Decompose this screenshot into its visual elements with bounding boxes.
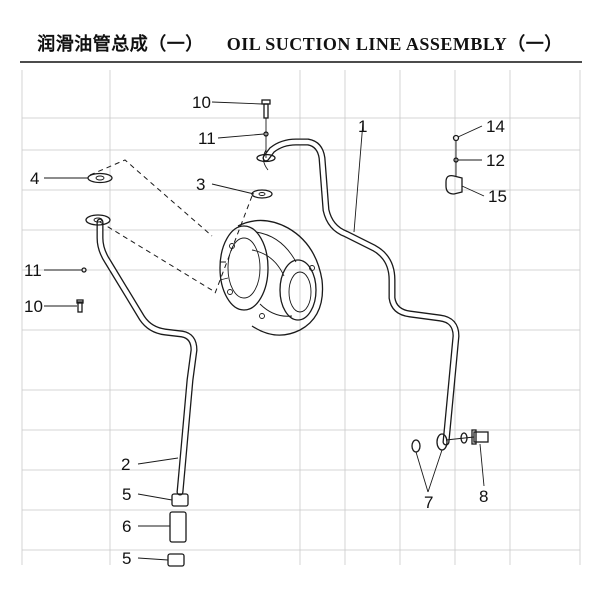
assembly-dash-lines [89,159,253,297]
turbocharger-body [219,219,324,336]
callout-2: 2 [121,455,130,474]
callout-leaders [44,101,485,561]
callout-12: 12 [486,151,505,170]
callout-10-left: 10 [24,297,43,316]
callout-3: 3 [196,175,205,194]
callout-5-upper: 5 [122,485,131,504]
callout-11-top: 11 [198,129,216,148]
right-top-fittings [445,134,463,195]
oil-pipe-right [262,138,460,446]
hose-parts [167,493,189,567]
callout-5-lower: 5 [122,549,131,568]
callout-10-top: 10 [192,93,211,112]
title-chinese: 润滑油管总成（一） [37,34,204,54]
callout-1: 1 [358,117,367,136]
page-title: 润滑油管总成（一） OIL SUCTION LINE ASSEMBLY（一） [0,30,600,56]
background-table-ghost [21,70,581,565]
left-fittings [76,172,113,313]
callout-15: 15 [488,187,507,206]
callout-8: 8 [479,487,488,506]
oil-pipe-left [96,218,198,496]
title-english: OIL SUCTION LINE ASSEMBLY（一） [226,34,563,54]
callout-6: 6 [122,517,131,536]
callout-4: 4 [30,169,39,188]
callout-11-left: 11 [24,261,42,280]
callout-14: 14 [486,117,505,136]
callout-labels: 1 2 3 4 5 6 5 7 8 10 11 10 11 12 14 15 [24,93,507,568]
callout-7: 7 [424,493,433,512]
